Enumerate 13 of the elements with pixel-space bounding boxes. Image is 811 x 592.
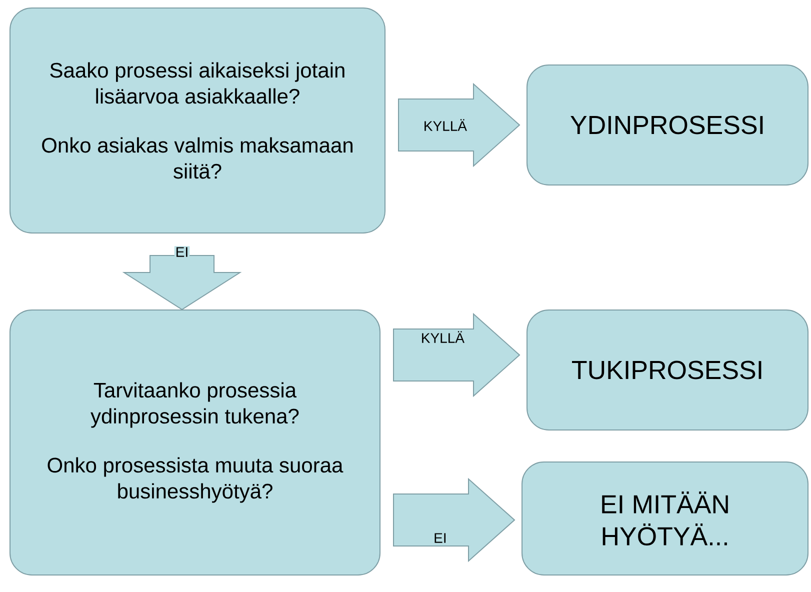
block-arrow — [393, 478, 516, 562]
result-box: TUKIPROSESSI — [526, 310, 808, 430]
edge-label: KYLLÄ — [422, 118, 468, 132]
question-box: Saako prosessi aikaiseksi jotain lisäarvoa asiakkaalle? Onko asiakas valmis maksamaan siitä? — [10, 8, 386, 234]
block-arrow — [393, 312, 520, 398]
block-arrow — [398, 82, 520, 168]
edge-label: EI — [174, 246, 190, 258]
edge-label: KYLLÄ — [420, 330, 466, 344]
question-box: Tarvitaanko prosessia ydinprosessin tukena? Onko prosessista muuta suoraa businesshyötyä? — [10, 310, 380, 576]
result-box: YDINPROSESSI — [526, 64, 808, 186]
result-box: EI MITÄÄN HYÖTYÄ... — [522, 462, 808, 576]
edge-label: EI — [432, 532, 448, 544]
block-arrow — [122, 255, 242, 310]
